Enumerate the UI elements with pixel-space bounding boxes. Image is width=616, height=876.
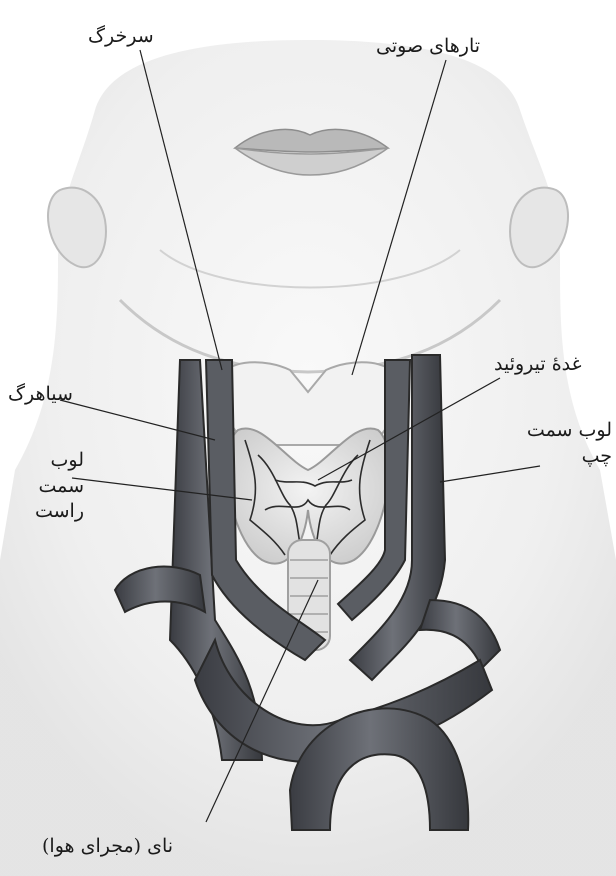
label-left-lobe: لوب سمت چپ bbox=[532, 418, 612, 469]
label-left-lobe-line2: چپ bbox=[532, 444, 612, 470]
label-trachea: نای (مجرای هوا) bbox=[42, 834, 173, 860]
label-thyroid-gland: غدهٔ تیروئید bbox=[494, 352, 582, 378]
label-right-lobe-line2: سمت bbox=[14, 474, 84, 500]
label-right-lobe-line1: لوب bbox=[14, 448, 84, 474]
label-right-lobe: لوب سمت راست bbox=[14, 448, 84, 525]
label-left-lobe-line1: لوب سمت bbox=[532, 418, 612, 444]
label-vein: سیاهرگ bbox=[8, 382, 73, 408]
label-artery: سرخرگ bbox=[88, 24, 154, 50]
label-vocal-cords: تارهای صوتی bbox=[376, 34, 480, 60]
label-right-lobe-line3: راست bbox=[14, 499, 84, 525]
